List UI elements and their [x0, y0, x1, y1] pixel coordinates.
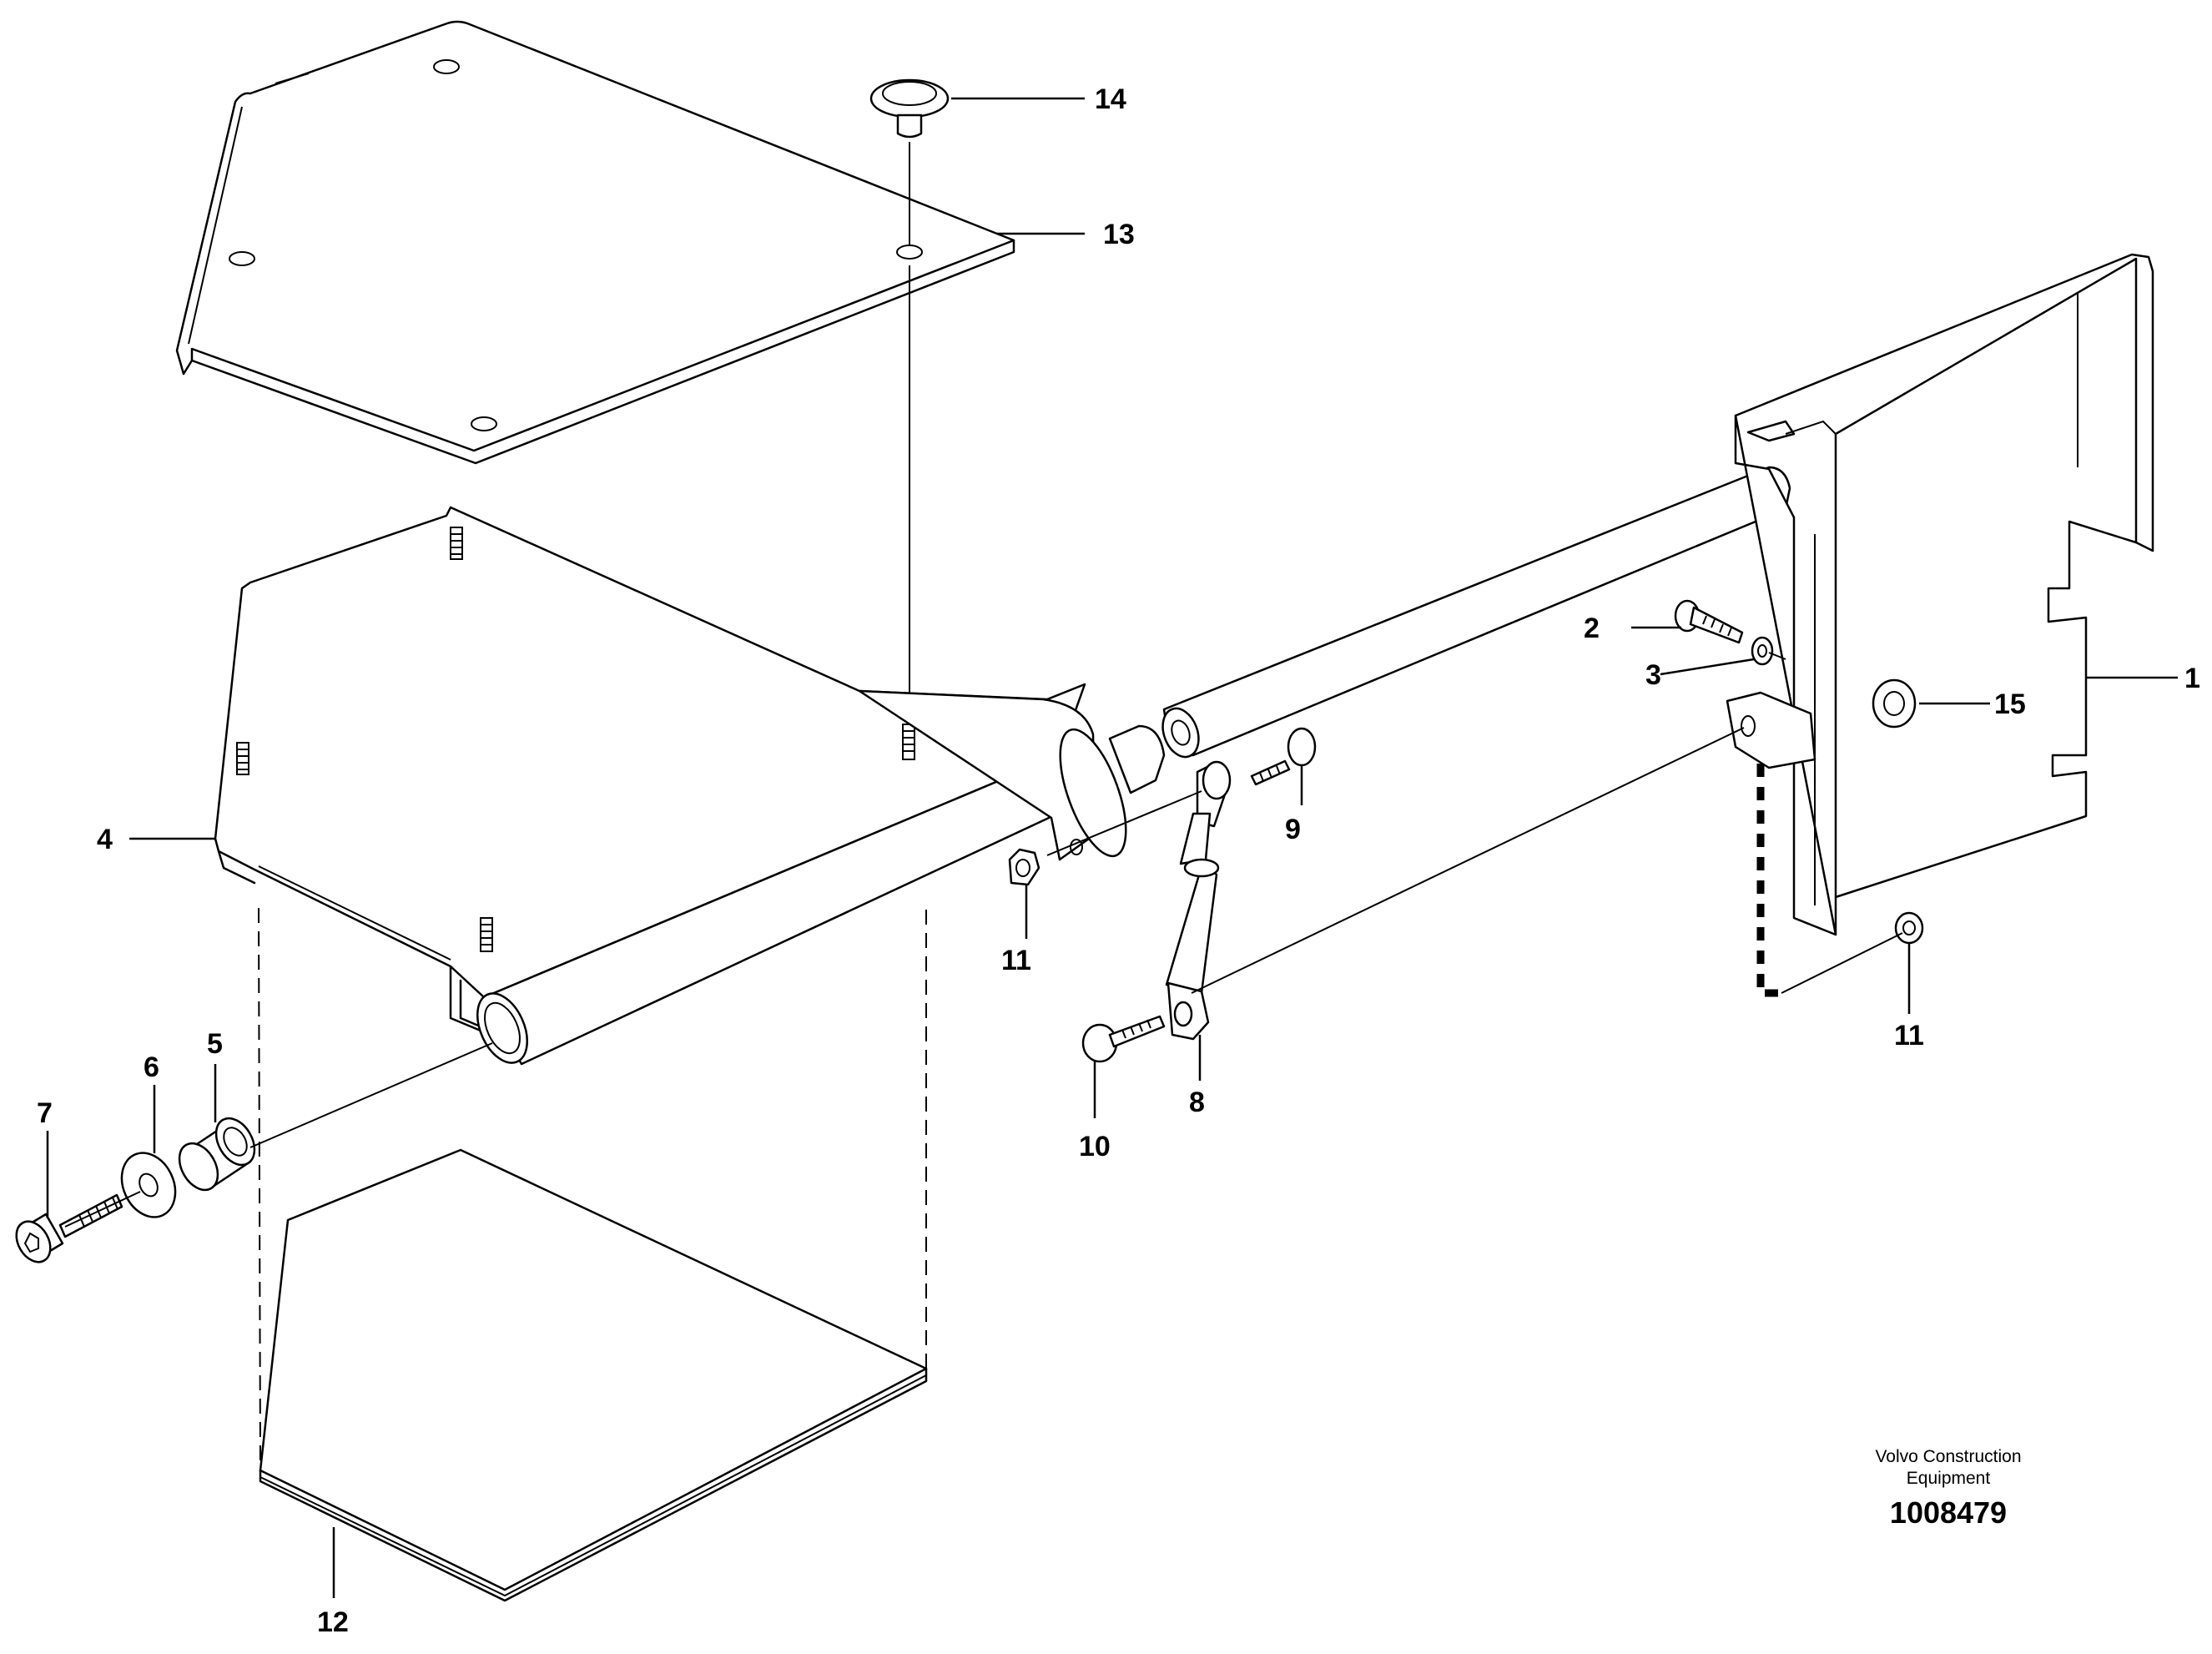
part-5-bushing [178, 1117, 256, 1192]
part-1-frame-with-shaft [1161, 253, 2154, 997]
part-13-cover-plate [175, 20, 1015, 465]
callout-9: 9 [1285, 814, 1301, 845]
callout-11-left: 11 [1001, 945, 1031, 976]
part-2-bolt [1674, 599, 1744, 644]
assembly-axis-lines [64, 652, 1903, 1228]
part-3-washer [1751, 636, 1774, 666]
part-4-footrest-tray [214, 506, 1166, 1066]
callout-14: 14 [1095, 83, 1126, 115]
callout-1: 1 [2184, 663, 2200, 694]
callout-8: 8 [1189, 1087, 1205, 1118]
callout-6: 6 [144, 1051, 159, 1083]
part-15-grommet [1872, 678, 1917, 729]
callout-12: 12 [317, 1606, 349, 1638]
part-14-push-clip [869, 78, 950, 139]
part-11-nut-right [1894, 911, 1924, 945]
part-11-nut-left [1008, 848, 1040, 886]
caption-company-line2: Equipment [1907, 1469, 1991, 1488]
part-9-bolt [1250, 727, 1317, 786]
callout-5: 5 [207, 1028, 223, 1060]
leader-lines [46, 97, 2178, 1598]
callout-7: 7 [37, 1097, 53, 1129]
part-6-washer [120, 1152, 177, 1218]
caption-document-number: 1008479 [1890, 1495, 2007, 1530]
callout-3: 3 [1645, 659, 1661, 691]
callout-2: 2 [1584, 613, 1600, 644]
callout-11-right: 11 [1894, 1020, 1924, 1051]
part-10-bolt [1081, 1015, 1166, 1063]
callout-15: 15 [1994, 688, 2026, 720]
part-8-gas-strut [1165, 760, 1232, 1041]
part-7-cap-screw [15, 1193, 123, 1263]
callout-10: 10 [1079, 1131, 1111, 1162]
callout-13: 13 [1103, 219, 1135, 250]
part-12-mat [259, 1148, 928, 1602]
alignment-line-left [258, 907, 261, 1470]
caption-company-line1: Volvo Construction [1875, 1447, 2021, 1466]
callout-4: 4 [97, 824, 113, 855]
